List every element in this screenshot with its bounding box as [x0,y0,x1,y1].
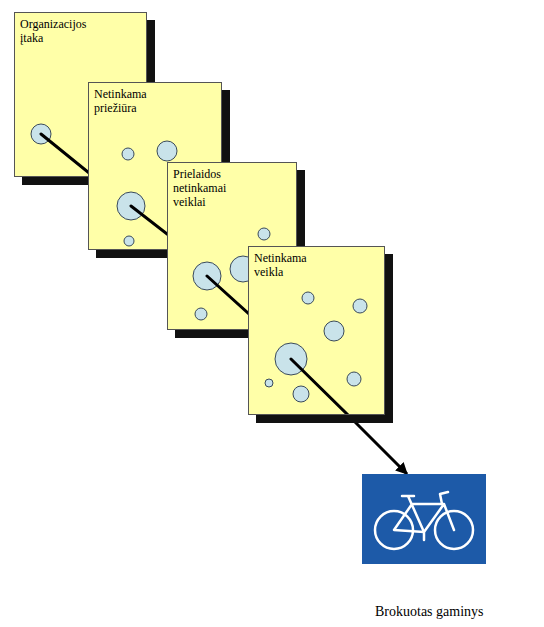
slice-label: Prielaidos netinkamai veiklai [173,168,253,209]
bicycle-symbol [362,474,486,564]
causal-arrow [348,415,407,474]
slice-label: Netinkama priežiūra [94,88,174,116]
product-icon: Brokuotas gaminys [362,474,486,564]
slice-label: Netinkama veikla [254,252,334,280]
slice-label: Organizacijos įtaka [20,18,100,46]
product-caption: Brokuotas gaminys [375,604,484,620]
cheese-slice: Netinkama veikla [248,246,385,415]
